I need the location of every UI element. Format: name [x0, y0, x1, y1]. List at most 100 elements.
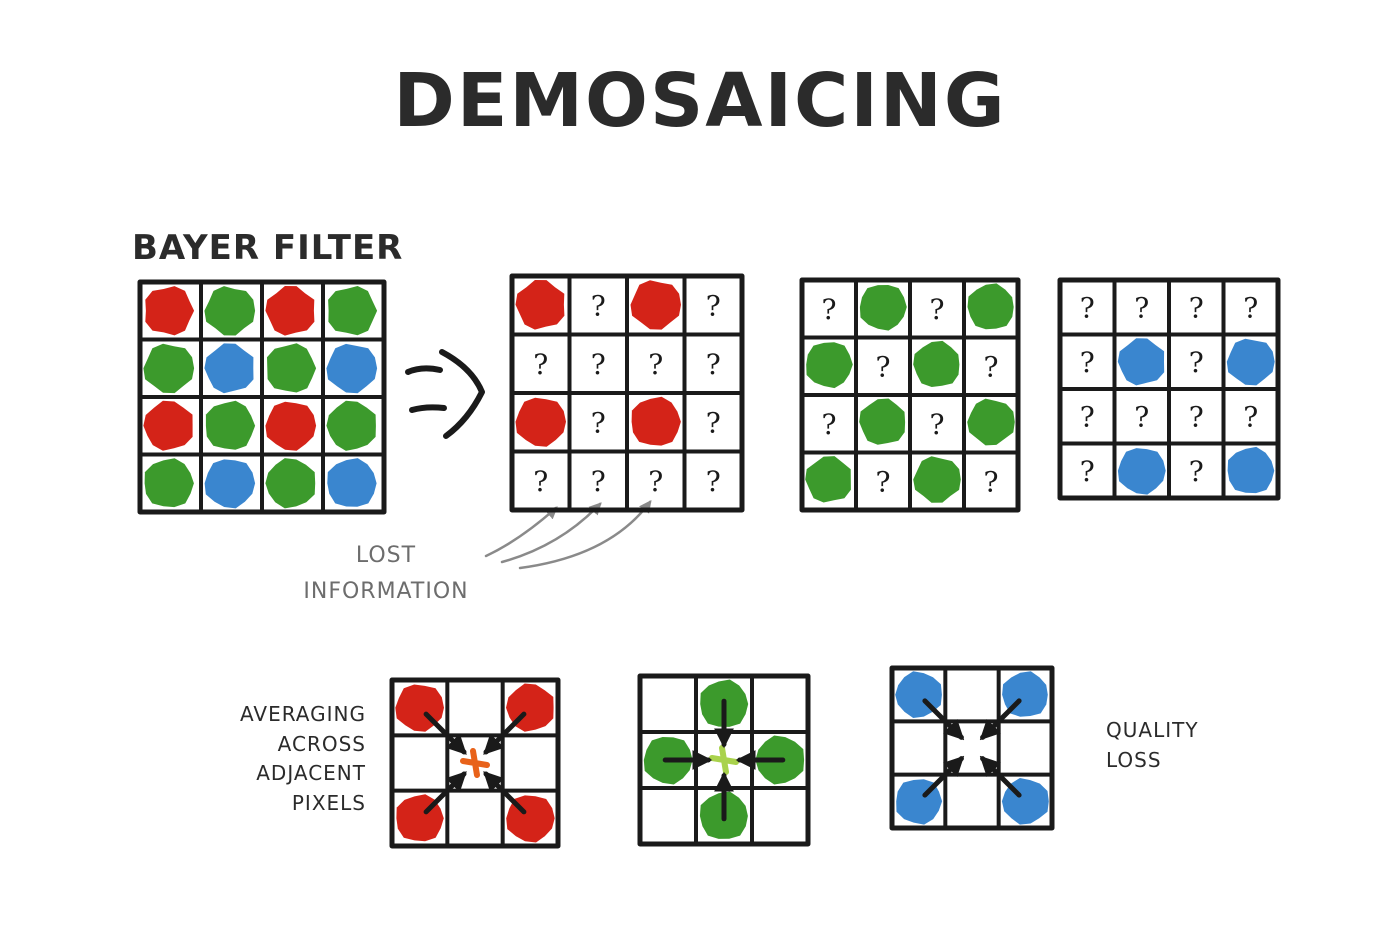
question-mark: ? — [1080, 346, 1095, 379]
bayer-cell-g — [204, 286, 256, 336]
averaging-label-line-1: AVERAGING — [240, 702, 366, 726]
red-pixel — [515, 280, 565, 330]
green-pixel — [913, 456, 961, 503]
question-mark: ? — [706, 406, 721, 439]
bayer-cell-r — [143, 400, 193, 451]
grid-border — [637, 673, 811, 847]
question-mark: ? — [1080, 455, 1095, 488]
averaging-arrow — [483, 711, 527, 755]
bayer-cell-b — [204, 343, 254, 394]
question-mark: ? — [706, 348, 721, 381]
bayer-cell-b — [327, 458, 377, 507]
bayer-cell-g — [144, 458, 194, 508]
green-averaging-grid — [637, 673, 811, 847]
question-mark: ? — [591, 465, 606, 498]
red-pixel — [631, 396, 681, 446]
question-mark: ? — [648, 348, 663, 381]
averaging-label: AVERAGING ACROSS ADJACENT PIXELS — [204, 700, 366, 818]
red-pixel — [630, 280, 681, 330]
green-pixel — [967, 398, 1015, 446]
interpolated-center-mark — [460, 748, 490, 778]
bayer-cell-g — [205, 400, 256, 450]
bayer-cell-r — [145, 286, 195, 336]
bayer-cell-b — [326, 343, 378, 394]
question-mark: ? — [929, 408, 944, 441]
blue-pixel — [1117, 338, 1165, 386]
bayer-filter-grid — [137, 279, 387, 515]
red-channel-grid: ???????????? — [509, 273, 745, 513]
quality-loss-line-1: QUALITY — [1106, 718, 1199, 742]
question-mark: ? — [1080, 400, 1095, 433]
question-mark: ? — [1189, 455, 1204, 488]
bayer-cell-g — [265, 458, 316, 509]
question-mark: ? — [821, 408, 836, 441]
lost-information-line-2: INFORMATION — [303, 579, 469, 604]
grid-border — [889, 665, 1055, 831]
averaging-arrow — [979, 698, 1022, 741]
question-mark: ? — [821, 293, 836, 326]
green-pixel — [806, 342, 853, 389]
quality-loss-label: QUALITY LOSS — [1106, 716, 1199, 775]
question-mark: ? — [648, 465, 663, 498]
averaging-arrow — [922, 698, 965, 741]
question-mark: ? — [591, 406, 606, 439]
question-mark: ? — [706, 465, 721, 498]
blue-averaging-grid — [889, 665, 1055, 831]
question-mark: ? — [983, 350, 998, 383]
page-title: DEMOSAICING — [393, 58, 1007, 144]
grids-layer: ???????????????????????????????? — [137, 273, 1281, 849]
question-mark: ? — [591, 348, 606, 381]
green-pixel — [967, 283, 1014, 330]
blue-pixel — [1117, 448, 1166, 495]
question-mark: ? — [533, 465, 548, 498]
question-mark: ? — [1243, 291, 1258, 324]
green-pixel — [805, 456, 851, 503]
bayer-cell-g — [326, 400, 376, 451]
bayer-cell-g — [267, 343, 317, 393]
averaging-label-line-2: ACROSS — [277, 731, 366, 756]
question-mark: ? — [1189, 346, 1204, 379]
bayer-cell-b — [204, 459, 256, 509]
question-mark: ? — [1243, 400, 1258, 433]
question-mark: ? — [1189, 400, 1204, 433]
bayer-cell-r — [265, 401, 317, 451]
lost-information-line-1: LOST — [355, 543, 417, 568]
question-mark: ? — [591, 289, 606, 322]
question-mark: ? — [875, 465, 890, 498]
bayer-cell-g — [143, 343, 195, 394]
lost-arrow-1 — [484, 506, 558, 558]
quality-loss-line-2: LOSS — [1106, 747, 1162, 772]
implies-arrow-icon — [405, 349, 485, 439]
averaging-arrow — [922, 755, 965, 798]
lost-information-arrows — [484, 499, 652, 570]
lost-arrow-3 — [518, 499, 652, 570]
question-mark: ? — [1134, 400, 1149, 433]
green-pixel — [859, 398, 906, 445]
question-mark: ? — [1134, 291, 1149, 324]
interpolated-center-mark — [709, 745, 739, 775]
averaging-arrow — [423, 771, 467, 815]
question-mark: ? — [983, 465, 998, 498]
averaging-label-line-3: ADJACENT — [256, 761, 366, 785]
question-mark: ? — [929, 293, 944, 326]
averaging-arrow — [423, 711, 467, 755]
question-mark: ? — [1189, 291, 1204, 324]
blue-pixel — [1227, 446, 1275, 494]
blue-pixel — [1226, 338, 1275, 386]
averaging-arrow — [483, 771, 527, 815]
question-mark: ? — [706, 289, 721, 322]
bayer-cell-g — [328, 286, 378, 336]
blue-channel-grid: ???????????? — [1057, 277, 1281, 501]
lost-information-label: LOST INFORMATION — [296, 538, 476, 610]
red-averaging-grid — [389, 677, 561, 849]
red-pixel — [515, 397, 566, 447]
bayer-cell-r — [265, 286, 315, 336]
question-mark: ? — [875, 350, 890, 383]
lost-arrow-2 — [500, 502, 602, 564]
green-channel-grid: ???????? — [799, 277, 1021, 513]
question-mark: ? — [1080, 291, 1095, 324]
bayer-filter-label: BAYER FILTER — [132, 228, 404, 268]
grid-border — [389, 677, 561, 849]
green-pixel — [913, 340, 960, 387]
